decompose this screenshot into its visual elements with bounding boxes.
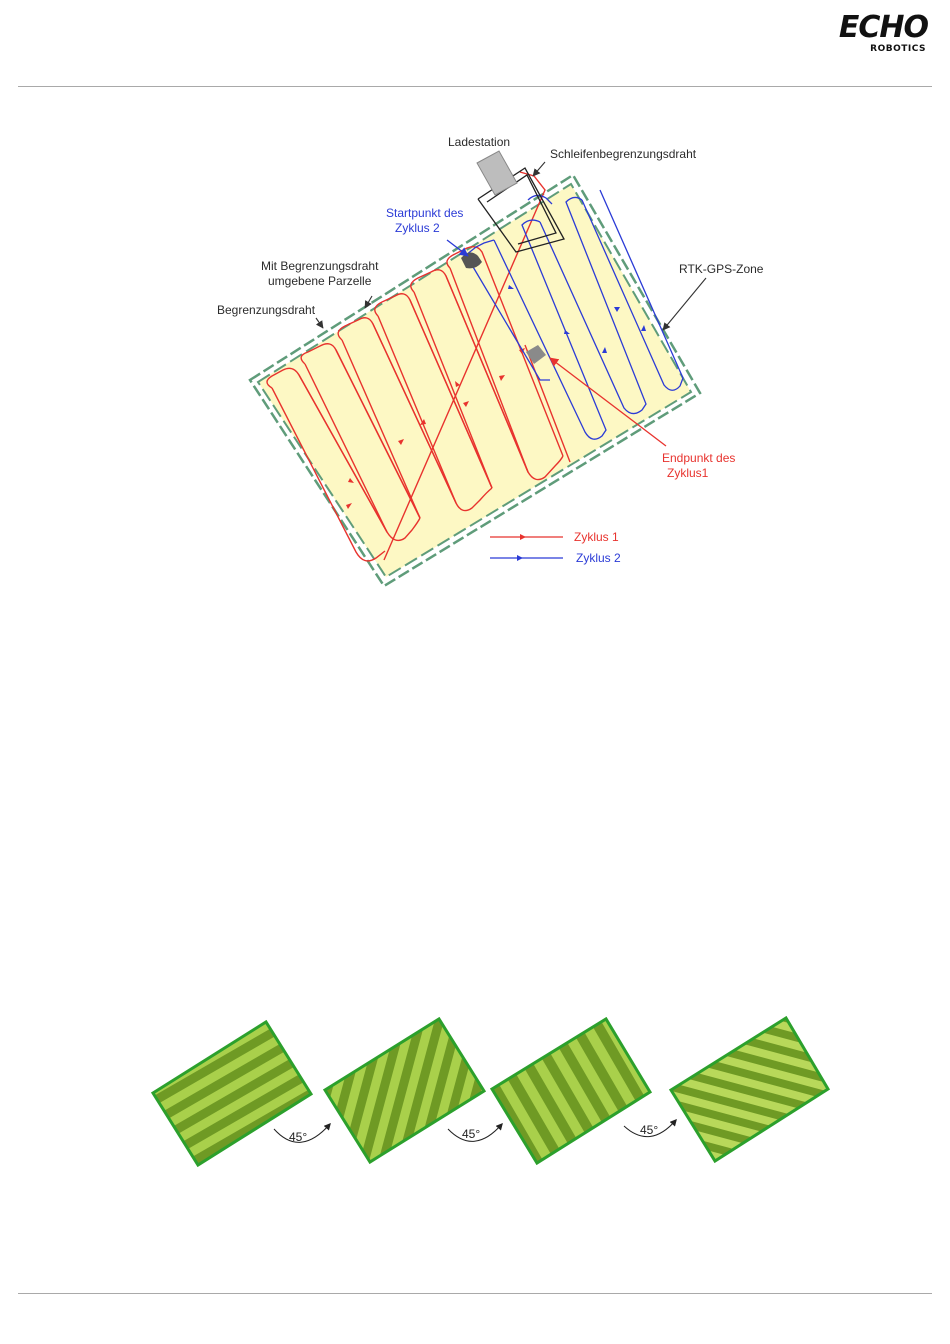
label-startpunkt-line2: Zyklus 2 — [395, 221, 440, 235]
lawn-stripe-pattern-1 — [153, 1022, 311, 1165]
lawn-stripe-pattern-4 — [671, 1018, 828, 1161]
logo-robotics-text: ROBOTICS — [870, 44, 926, 54]
mowing-direction-rotation-figure: 45° 45° 45° — [0, 1010, 950, 1190]
label-endpunkt-line2: Zyklus1 — [667, 466, 709, 480]
label-rtk-gps-zone: RTK-GPS-Zone — [679, 262, 764, 276]
rotation-angle-label-1: 45° — [289, 1130, 307, 1144]
logo-echo-text: ECHO — [839, 12, 928, 44]
legend: Zyklus 1 Zyklus 2 — [490, 530, 621, 565]
rotation-arrow-1: 45° — [274, 1124, 330, 1144]
label-schleifenbegrenzungsdraht: Schleifenbegrenzungsdraht — [550, 147, 697, 161]
rtk-gps-zone — [250, 175, 700, 586]
footer-divider — [18, 1293, 932, 1294]
label-begrenzungsdraht: Begrenzungsdraht — [217, 303, 316, 317]
label-startpunkt-line1: Startpunkt des — [386, 206, 463, 220]
echo-robotics-logo: ECHO ROBOTICS — [816, 12, 928, 52]
label-endpunkt-line1: Endpunkt des — [662, 451, 735, 465]
header-divider — [18, 86, 932, 87]
label-ladestation: Ladestation — [448, 135, 510, 149]
legend-arrow-zyklus-2 — [517, 555, 523, 561]
legend-label-zyklus-1: Zyklus 1 — [574, 530, 619, 544]
label-parzelle-line1: Mit Begrenzungsdraht — [261, 259, 379, 273]
rotation-angle-label-2: 45° — [462, 1127, 480, 1141]
mowing-cycle-diagram: Ladestation Schleifenbegrenzungsdraht St… — [0, 100, 950, 720]
zone-fill — [258, 184, 691, 577]
charging-station-box — [477, 151, 517, 195]
legend-label-zyklus-2: Zyklus 2 — [576, 551, 621, 565]
legend-arrow-zyklus-1 — [520, 534, 526, 540]
charging-station — [477, 151, 517, 195]
start-point-leader — [447, 240, 468, 256]
lawn-stripe-pattern-2 — [325, 1019, 484, 1162]
rotation-angle-label-3: 45° — [640, 1123, 658, 1137]
rotation-arrow-3: 45° — [624, 1120, 676, 1137]
lawn-stripe-pattern-3 — [492, 1019, 650, 1163]
label-parzelle-line2: umgebene Parzelle — [268, 274, 372, 288]
rotation-arrow-2: 45° — [448, 1124, 502, 1141]
